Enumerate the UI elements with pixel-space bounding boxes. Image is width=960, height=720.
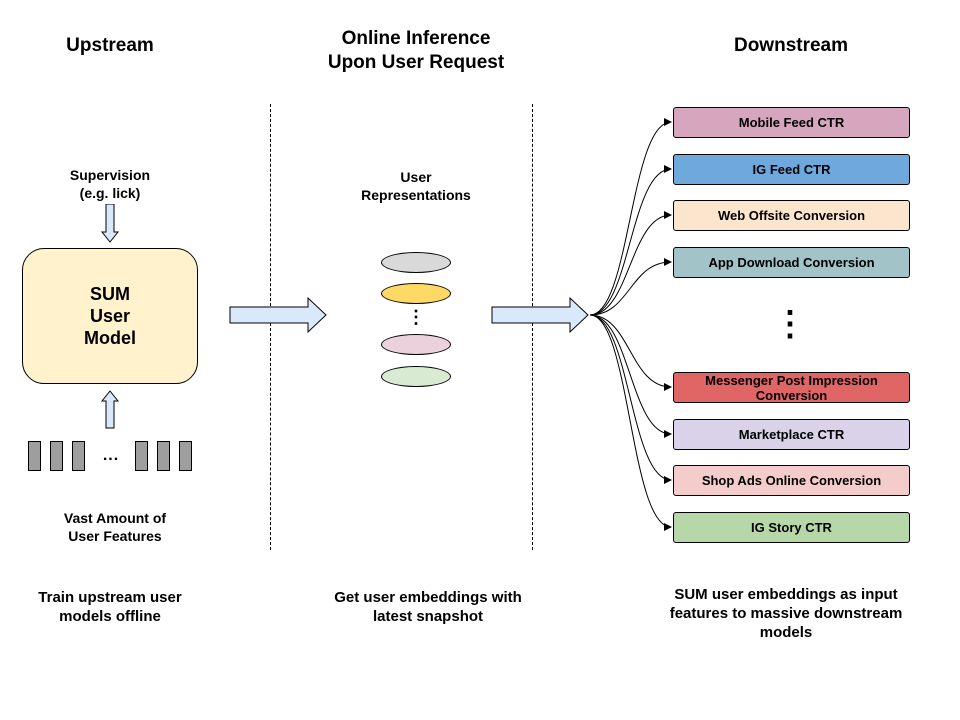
- embedding-ellipse: [381, 252, 451, 273]
- task-box-messenger-post-impression-conversion: Messenger Post Impression Conversion: [673, 372, 910, 403]
- downstream-ellipsis: ⋮: [773, 305, 807, 343]
- sum-user-model-box: SUM User Model: [22, 248, 198, 384]
- task-box-ig-story-ctr: IG Story CTR: [673, 512, 910, 543]
- task-box-app-download-conversion: App Download Conversion: [673, 247, 910, 278]
- supervision-arrow: [100, 204, 120, 243]
- features-ellipsis: ...: [102, 447, 120, 464]
- connector-curve: [589, 118, 672, 316]
- feature-bar: [135, 441, 148, 471]
- connector-curve: [589, 258, 672, 316]
- connector-curve: [589, 314, 672, 484]
- feature-bar: [179, 441, 192, 471]
- task-box-shop-ads-online-conversion: Shop Ads Online Conversion: [673, 465, 910, 496]
- embedding-ellipse: [381, 283, 451, 304]
- divider-right: [532, 104, 533, 550]
- feature-bar: [28, 441, 41, 471]
- user-features-label: Vast Amount of User Features: [63, 510, 167, 544]
- heading-online-inference: Online Inference Upon User Request: [327, 28, 505, 73]
- connector-curve: [589, 314, 672, 531]
- task-box-web-offsite-conversion: Web Offsite Conversion: [673, 200, 910, 231]
- supervision-label: Supervision (e.g. lick): [69, 167, 151, 201]
- connector-curve: [589, 165, 672, 316]
- sum-user-model-label: SUM User Model: [84, 284, 136, 348]
- downstream-caption: SUM user embeddings as input features to…: [669, 586, 903, 641]
- feature-bar: [157, 441, 170, 471]
- connector-curve: [589, 314, 672, 391]
- task-box-mobile-feed-ctr: Mobile Feed CTR: [673, 107, 910, 138]
- online-caption: Get user embeddings with latest snapshot: [334, 589, 522, 625]
- task-box-ig-feed-ctr: IG Feed CTR: [673, 154, 910, 185]
- embedding-ellipse: [381, 366, 451, 387]
- upstream-caption: Train upstream user models offline: [38, 589, 182, 625]
- feature-bar: [50, 441, 63, 471]
- embeddings-ellipsis: ⋮: [407, 307, 425, 327]
- divider-left: [270, 104, 271, 550]
- features-arrow: [100, 390, 120, 429]
- task-box-marketplace-ctr: Marketplace CTR: [673, 419, 910, 450]
- upstream-to-online-arrow: [229, 296, 327, 334]
- heading-downstream: Downstream: [733, 35, 849, 56]
- user-representations-label: User Representations: [361, 169, 471, 203]
- online-to-downstream-arrow: [491, 296, 589, 334]
- heading-upstream: Upstream: [66, 35, 154, 56]
- feature-bar: [72, 441, 85, 471]
- embedding-ellipse: [381, 334, 451, 355]
- connector-curve: [589, 211, 672, 316]
- connector-curve: [589, 314, 672, 438]
